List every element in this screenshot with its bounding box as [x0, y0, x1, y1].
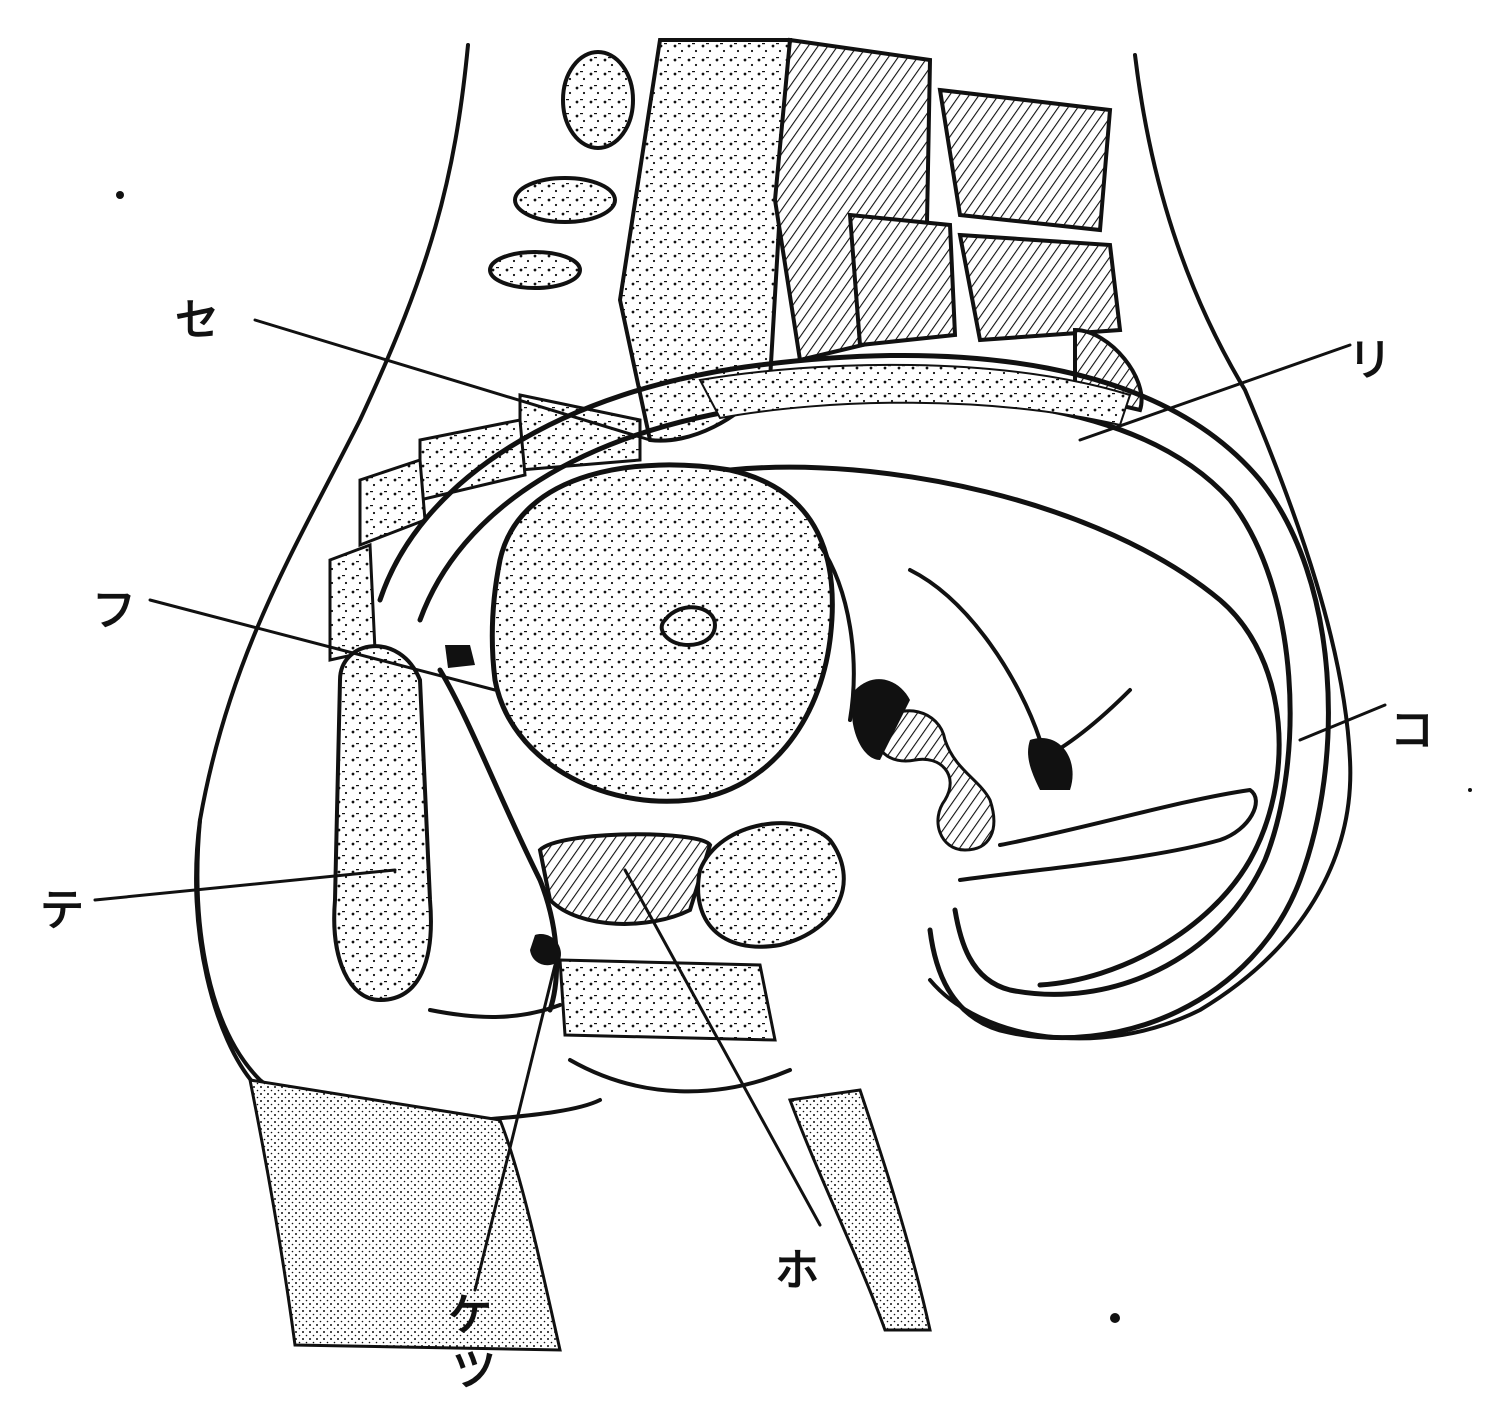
fetal-head: [492, 465, 832, 801]
label-se: セ: [175, 295, 219, 346]
label-fu: フ: [92, 585, 136, 636]
fetal-leg: [960, 790, 1256, 880]
rectum: [334, 646, 431, 1000]
label-ko: コ: [1390, 705, 1434, 756]
leader-ko: [1300, 705, 1385, 740]
leader-fu: [150, 600, 495, 690]
thigh: [250, 1080, 930, 1350]
label-ke: ケ: [448, 1290, 492, 1341]
intestines: [490, 52, 633, 288]
label-te: テ: [40, 885, 84, 936]
label-ri: リ: [1348, 335, 1392, 386]
label-ho: ホ: [775, 1245, 819, 1296]
umbilical-cord: [877, 711, 993, 850]
leader-se: [255, 320, 650, 440]
label-tsu: ツ: [452, 1345, 496, 1396]
